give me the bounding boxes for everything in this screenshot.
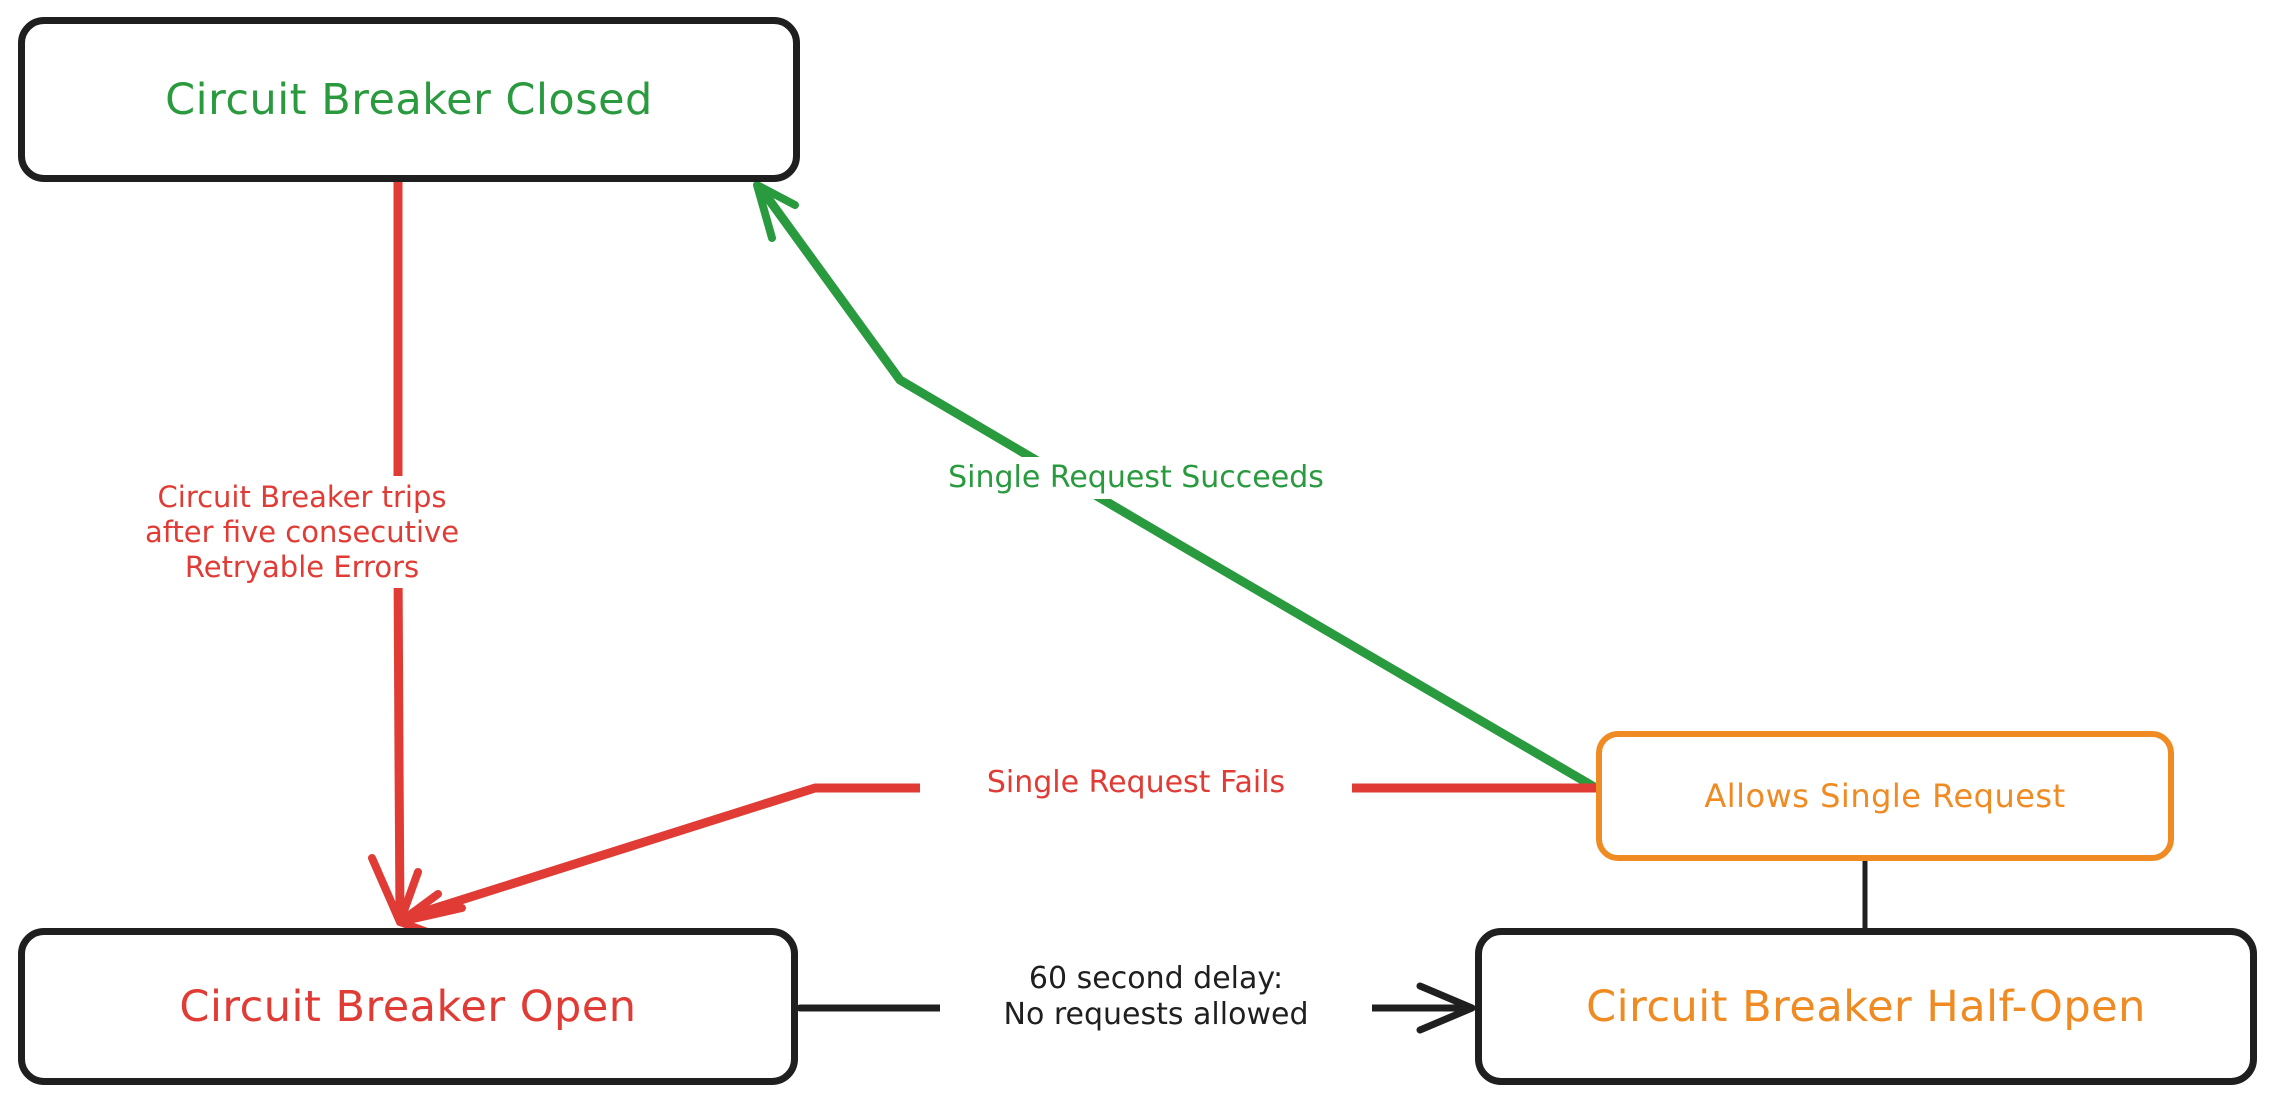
edge-label-single-request-fails: Single Request Fails <box>920 762 1352 804</box>
edge-label-circuit-breaker-trips: Circuit Breaker trips after five consecu… <box>110 476 494 589</box>
node-label-half-open: Circuit Breaker Half-Open <box>1586 981 2146 1032</box>
node-circuit-breaker-half-open[interactable]: Circuit Breaker Half-Open <box>1475 928 2257 1085</box>
node-label-open: Circuit Breaker Open <box>179 981 637 1032</box>
edge-label-sixty-second-delay: 60 second delay: No requests allowed <box>940 958 1372 1036</box>
node-label-closed: Circuit Breaker Closed <box>165 74 653 125</box>
node-label-allows: Allows Single Request <box>1704 777 2066 815</box>
edge-label-single-request-succeeds: Single Request Succeeds <box>880 457 1392 499</box>
edge-allows-to-open <box>396 783 1601 944</box>
node-allows-single-request[interactable]: Allows Single Request <box>1596 731 2174 861</box>
node-circuit-breaker-closed[interactable]: Circuit Breaker Closed <box>18 17 800 182</box>
node-circuit-breaker-open[interactable]: Circuit Breaker Open <box>18 928 798 1085</box>
